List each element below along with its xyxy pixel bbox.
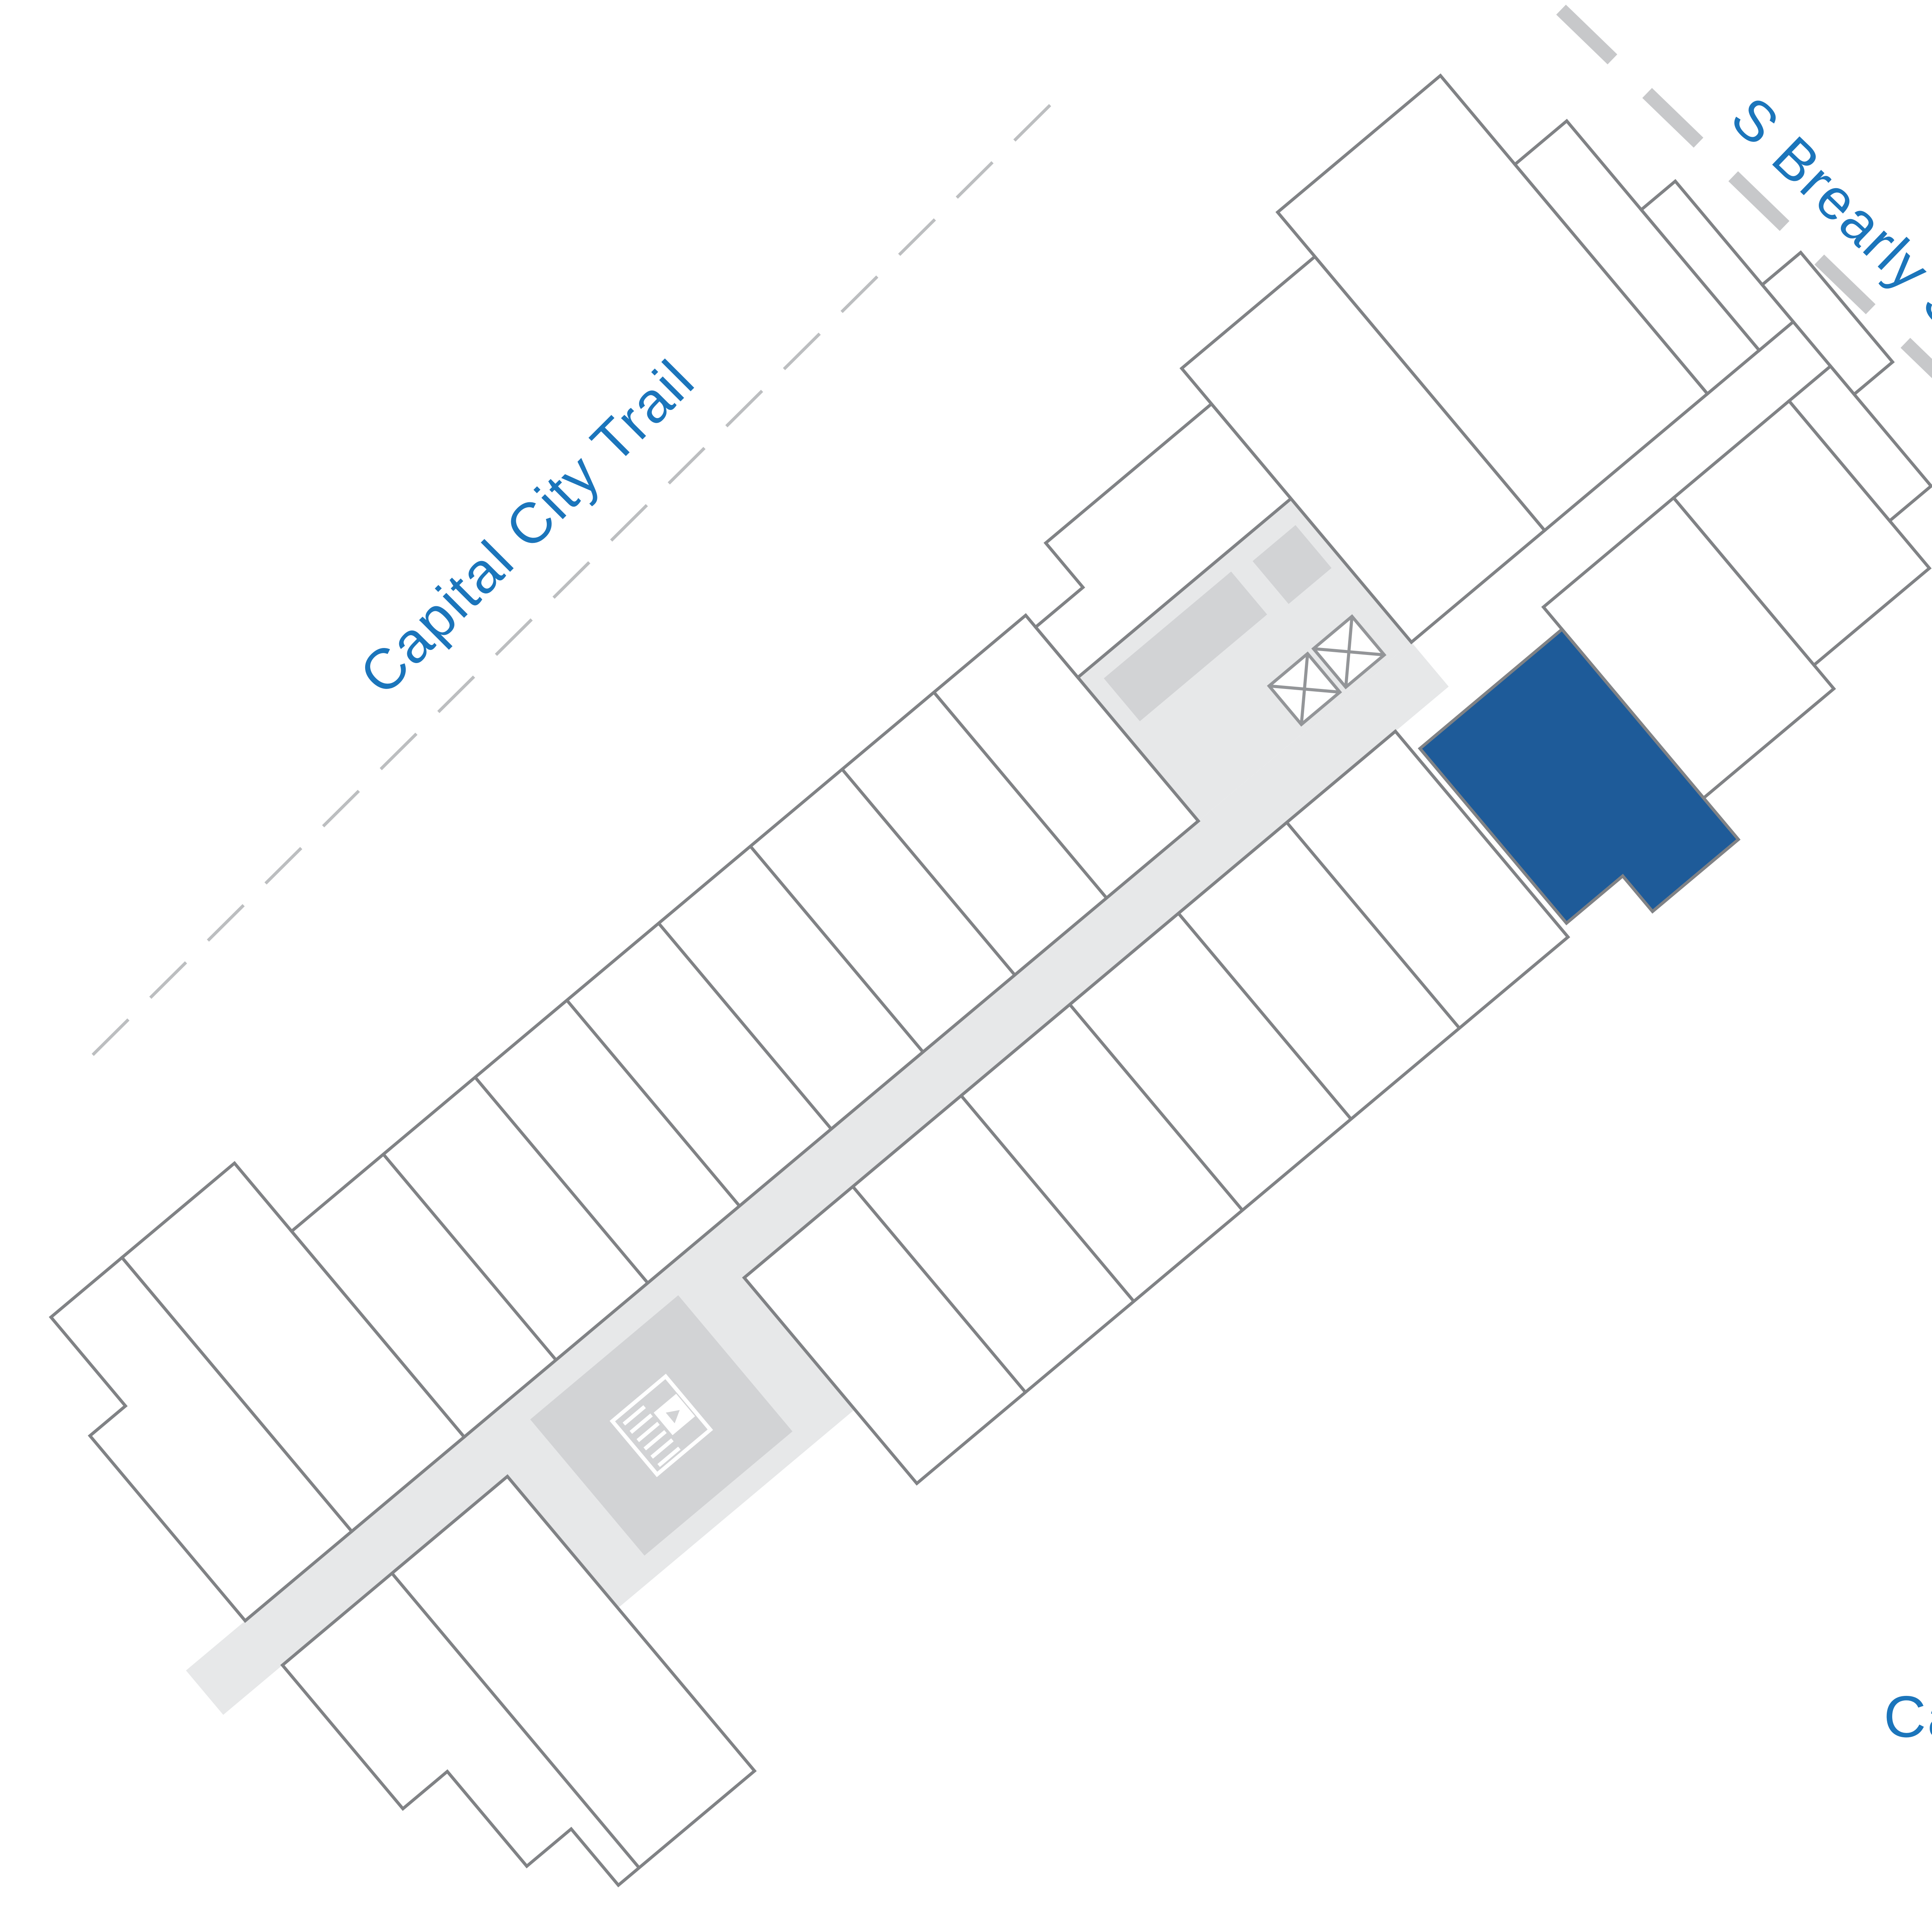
lobby-floor (1078, 498, 1412, 821)
trail-dashed-line (92, 88, 1068, 1056)
stairs-amenity (464, 1233, 855, 1613)
unit (280, 1474, 757, 1888)
unit (1760, 250, 1895, 397)
unit (1787, 364, 1932, 523)
unit-row-southeast (742, 729, 1570, 1486)
unit-dividers (852, 821, 1461, 1393)
unit-divider (391, 1572, 641, 1869)
capitol-label: Capitol (1884, 1684, 1932, 1750)
unit-row-northwest (289, 613, 1201, 1439)
lounge-counter (1104, 571, 1267, 721)
lounge-table (1252, 525, 1332, 604)
unit-dividers (382, 691, 1108, 1361)
elevator-x-icon (1311, 614, 1387, 690)
highlighted-unit[interactable] (1418, 627, 1741, 959)
trail-street-label: Capital City Trail (348, 348, 707, 707)
amenity-block (530, 1295, 793, 1556)
elevator-lobby (1078, 498, 1412, 821)
brearly-dashed-line (1556, 5, 1932, 378)
stairs-icon (609, 1374, 713, 1477)
elevator-x-icon (1267, 651, 1342, 727)
unit (1639, 179, 1796, 353)
